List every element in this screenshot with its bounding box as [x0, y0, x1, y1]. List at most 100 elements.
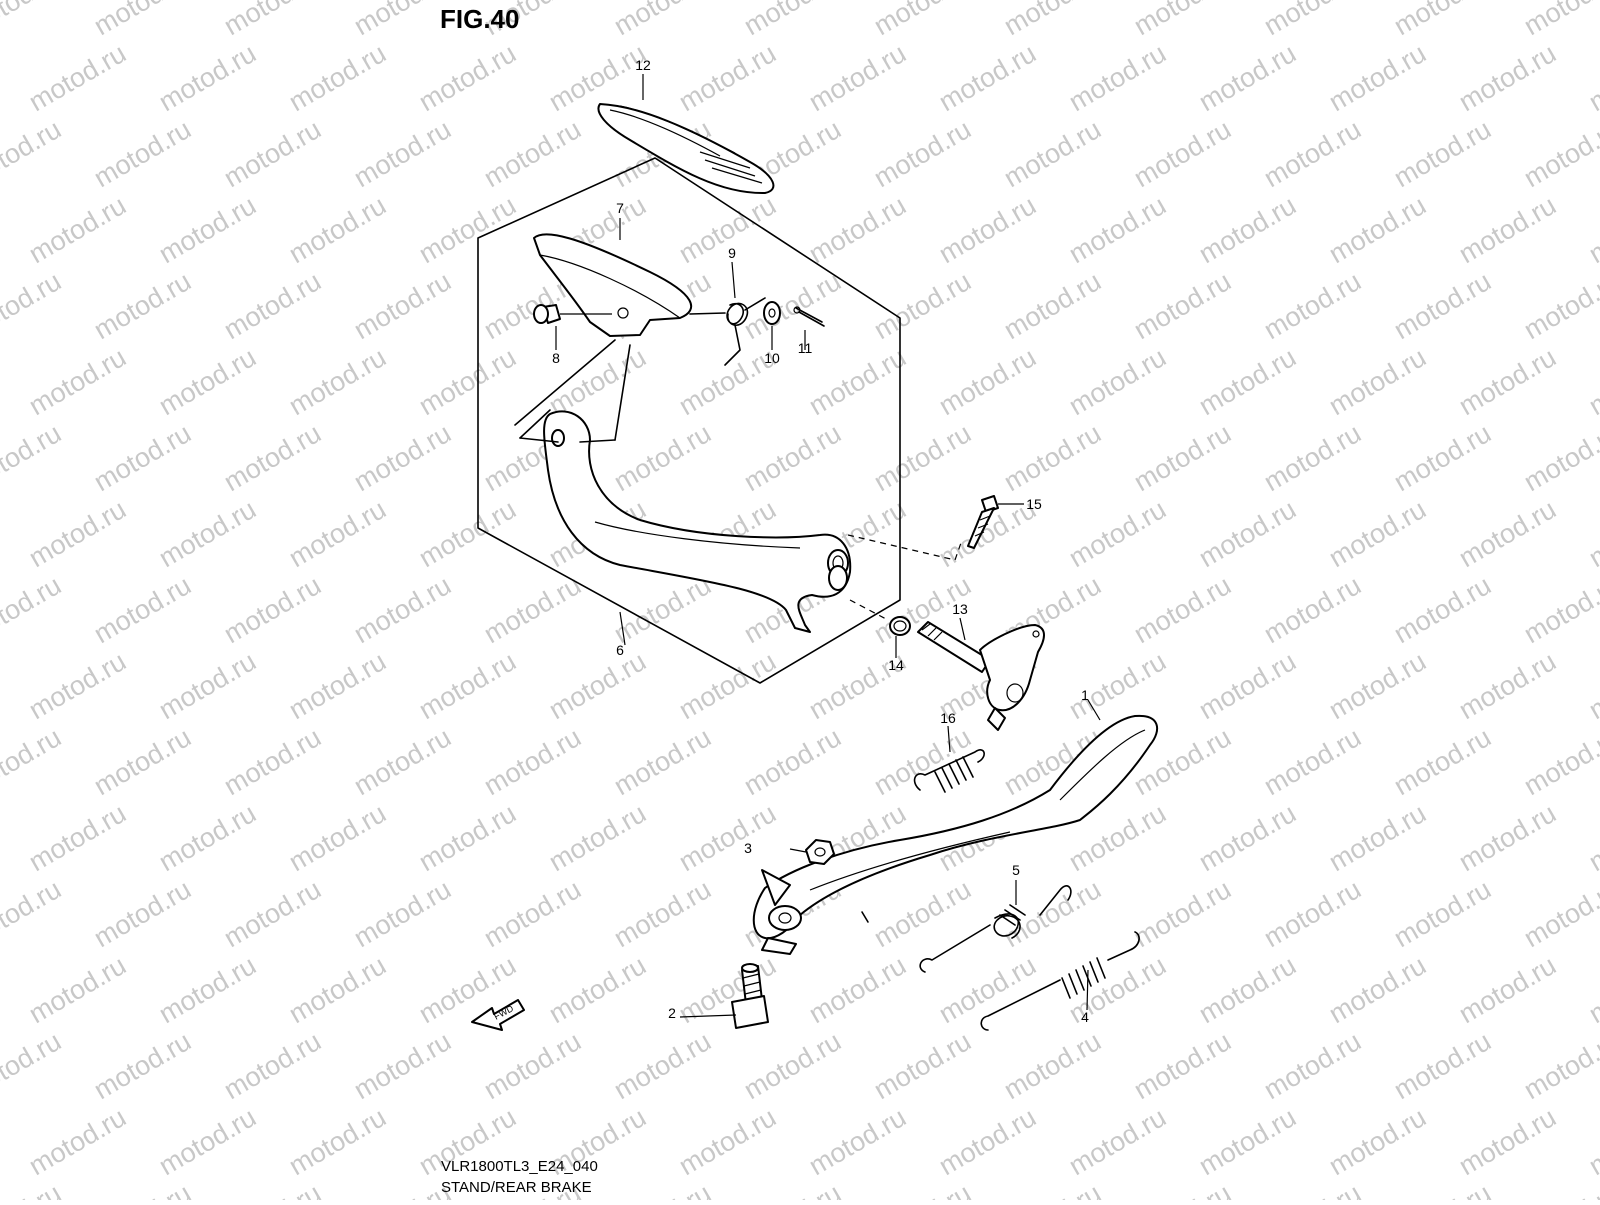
- watermark-text: motod.ru: [1389, 114, 1496, 193]
- watermark-text: motod.ru: [0, 874, 66, 953]
- watermark-text: motod.ru: [1454, 38, 1561, 117]
- watermark-text: motod.ru: [934, 950, 1041, 1029]
- watermark-text: motod.ru: [219, 1178, 326, 1200]
- watermark-text: motod.ru: [1259, 1178, 1366, 1200]
- watermark-text: motod.ru: [1259, 1026, 1366, 1105]
- watermark-text: motod.ru: [1064, 494, 1171, 573]
- watermark-text: motod.ru: [934, 190, 1041, 269]
- watermark-text: motod.ru: [1584, 950, 1600, 1029]
- watermark-text: motod.ru: [0, 114, 66, 193]
- watermark-text: motod.ru: [869, 0, 976, 41]
- watermark-text: motod.ru: [674, 38, 781, 117]
- part-6-brake-pedal: [514, 339, 963, 633]
- watermark-text: motod.ru: [154, 38, 261, 117]
- watermark-text: motod.ru: [1259, 0, 1366, 41]
- part-11-cotter-pin: [793, 306, 825, 327]
- callout-2: 2: [668, 1005, 676, 1021]
- watermark-text: motod.ru: [89, 1026, 196, 1105]
- watermark-text: motod.ru: [219, 0, 326, 41]
- watermark-text: motod.ru: [869, 418, 976, 497]
- watermark-text: motod.ru: [219, 418, 326, 497]
- watermark-text: motod.ru: [544, 798, 651, 877]
- watermark-text: motod.ru: [934, 38, 1041, 117]
- watermark-text: motod.ru: [24, 950, 131, 1029]
- watermark-text: motod.ru: [0, 1026, 66, 1105]
- watermark-text: motod.ru: [479, 1026, 586, 1105]
- fwd-arrow-icon: FWD: [471, 999, 525, 1031]
- watermark-text: motod.ru: [89, 1178, 196, 1200]
- watermark-text: motod.ru: [1324, 494, 1431, 573]
- watermark-text: motod.ru: [1454, 494, 1561, 573]
- watermark-text: motod.ru: [1519, 1026, 1600, 1105]
- part-2-pivot-bolt: [731, 963, 769, 1029]
- watermark-text: motod.ru: [1259, 874, 1366, 953]
- watermark-text: motod.ru: [219, 722, 326, 801]
- watermark-text: motod.ru: [609, 0, 716, 41]
- watermark-text: motod.ru: [739, 722, 846, 801]
- watermark-text: motod.ru: [219, 114, 326, 193]
- watermark-text: motod.ru: [1324, 646, 1431, 725]
- watermark-text: motod.ru: [1584, 494, 1600, 573]
- callout-12: 12: [635, 57, 651, 73]
- watermark-text: motod.ru: [1129, 570, 1236, 649]
- watermark-text: motod.ru: [1129, 1026, 1236, 1105]
- watermark-text: motod.ru: [1064, 646, 1171, 725]
- watermark-text: motod.ru: [804, 1102, 911, 1181]
- watermark-text: motod.ru: [219, 570, 326, 649]
- watermark-text: motod.ru: [999, 266, 1106, 345]
- watermark-text: motod.ru: [1519, 874, 1600, 953]
- watermark-text: motod.ru: [544, 38, 651, 117]
- watermark-text: motod.ru: [1389, 418, 1496, 497]
- watermark-text: motod.ru: [609, 722, 716, 801]
- watermark-text: motod.ru: [1389, 722, 1496, 801]
- watermark-text: motod.ru: [24, 1102, 131, 1181]
- watermark-text: motod.ru: [24, 494, 131, 573]
- watermark-text: motod.ru: [284, 646, 391, 725]
- part-4-spring: [980, 931, 1140, 1031]
- watermark-text: motod.ru: [609, 874, 716, 953]
- watermark-text: motod.ru: [1194, 646, 1301, 725]
- watermark-text: motod.ru: [1389, 570, 1496, 649]
- watermark-text: motod.ru: [414, 342, 521, 421]
- watermark-text: motod.ru: [934, 1102, 1041, 1181]
- watermark-text: motod.ru: [869, 1026, 976, 1105]
- watermark-text: motod.ru: [89, 874, 196, 953]
- part-5-spring: [919, 885, 1072, 973]
- part-7-pedal-head: [533, 233, 693, 337]
- watermark-text: motod.ru: [999, 1026, 1106, 1105]
- callout-6: 6: [616, 642, 624, 658]
- callout-3: 3: [744, 840, 752, 856]
- watermark-text: motod.ru: [1129, 114, 1236, 193]
- watermark-text: motod.ru: [479, 874, 586, 953]
- callout-9: 9: [728, 245, 736, 261]
- watermark-text: motod.ru: [1064, 38, 1171, 117]
- watermark-text: motod.ru: [609, 1026, 716, 1105]
- watermark-text: motod.ru: [284, 798, 391, 877]
- watermark-text: motod.ru: [1584, 190, 1600, 269]
- figure-code: VLR1800TL3_E24_040: [441, 1158, 598, 1175]
- watermark-text: motod.ru: [804, 342, 911, 421]
- watermark-text: motod.ru: [609, 1178, 716, 1200]
- watermark-text: motod.ru: [414, 190, 521, 269]
- watermark-text: motod.ru: [479, 570, 586, 649]
- watermark-text: motod.ru: [1129, 874, 1236, 953]
- watermark-text: motod.ru: [154, 798, 261, 877]
- watermark-text: motod.ru: [349, 1178, 456, 1200]
- watermark-text: motod.ru: [1584, 342, 1600, 421]
- watermark-text: motod.ru: [349, 874, 456, 953]
- watermark-text: motod.ru: [479, 114, 586, 193]
- watermark-text: motod.ru: [739, 0, 846, 41]
- watermark-text: motod.ru: [24, 342, 131, 421]
- watermark-text: motod.ru: [999, 114, 1106, 193]
- watermark-text: motod.ru: [0, 570, 66, 649]
- watermark-text: motod.ru: [1584, 646, 1600, 725]
- watermark-text: motod.ru: [1519, 1178, 1600, 1200]
- part-3-nut: [789, 839, 835, 865]
- part-13-shaft: [917, 621, 1045, 731]
- watermark-text: motod.ru: [349, 266, 456, 345]
- callout-10: 10: [764, 350, 780, 366]
- watermark-text: motod.ru: [544, 646, 651, 725]
- assembly-outline: [477, 157, 901, 684]
- watermark-text: motod.ru: [1519, 266, 1600, 345]
- watermark-text: motod.ru: [999, 874, 1106, 953]
